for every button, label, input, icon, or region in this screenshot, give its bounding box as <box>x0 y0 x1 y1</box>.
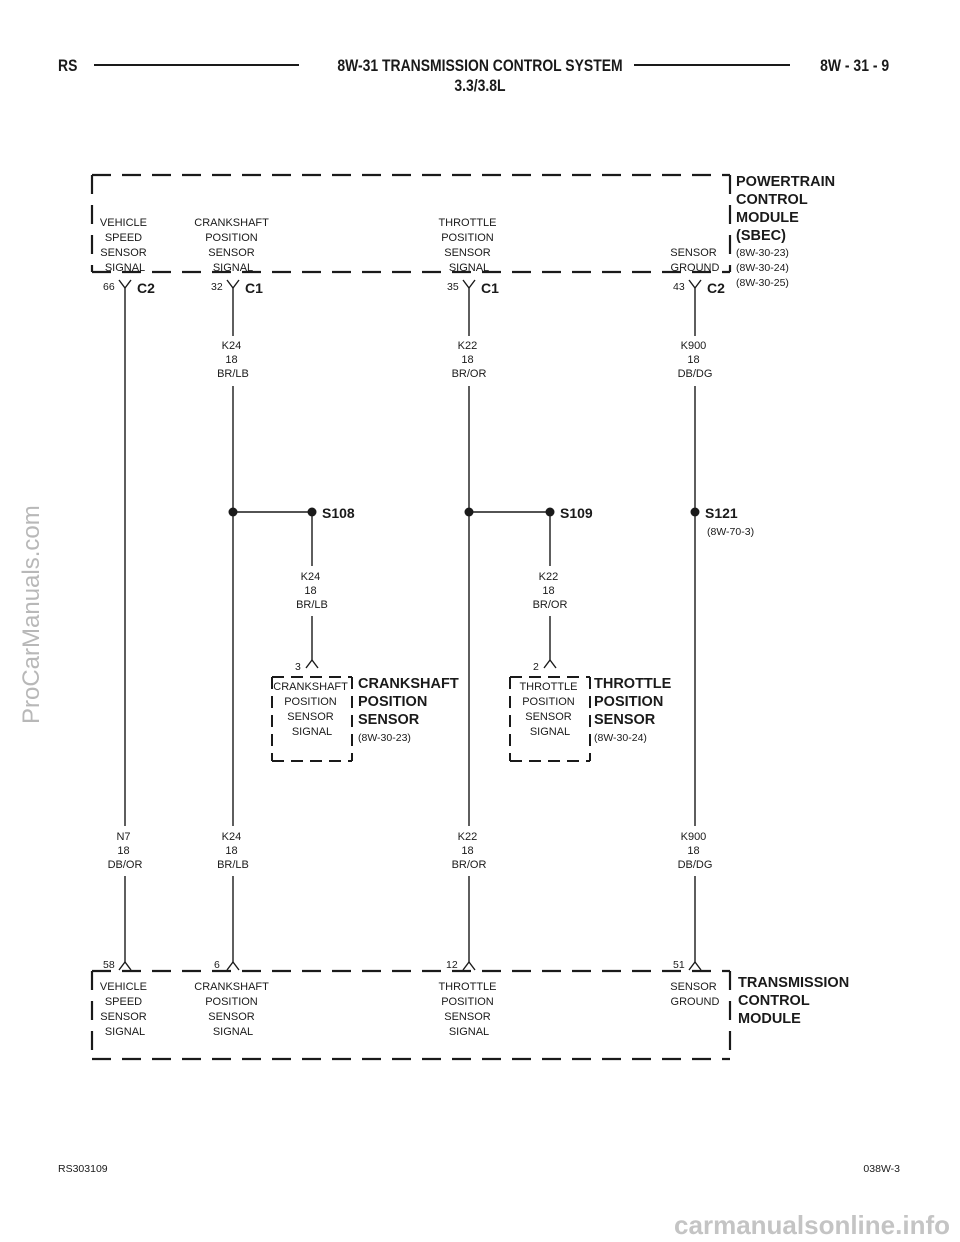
tcm-pin-number: 58 <box>103 959 115 971</box>
wire-label-k24-branch: K24 18 BR/LB <box>296 571 328 611</box>
header-left-code: RS <box>58 56 78 75</box>
pcm-pin-label-tps: THROTTLE POSITION SENSOR SIGNAL <box>438 217 499 274</box>
throttle-sensor-box <box>509 676 591 762</box>
wires <box>124 288 696 962</box>
throttle-sensor-pin-number: 2 <box>533 661 539 673</box>
splice-label-s121: S121 <box>705 505 738 521</box>
wire-label-n7-lower: N7 18 DB/OR <box>108 831 143 871</box>
header-rule-right <box>634 64 790 66</box>
header-rule-left <box>94 64 299 66</box>
bottom-watermark: carmanualsonline.info <box>674 1210 950 1240</box>
splice-dots <box>228 507 700 517</box>
tcm-pin-label-ground: SENSOR GROUND <box>670 981 720 1008</box>
crank-sensor-ref: (8W-30-23) <box>358 732 411 744</box>
side-watermark: ProCarManuals.com <box>18 505 45 724</box>
wire-label-k900-upper: K900 18 DB/DG <box>678 340 713 380</box>
footer-figure-code: 038W-3 <box>863 1163 900 1175</box>
splice-label-s108: S108 <box>322 505 355 521</box>
pcm-pin-number: 43 <box>673 281 685 293</box>
splice-ref-s121: (8W-70-3) <box>707 526 754 538</box>
tcm-pin-number: 51 <box>673 959 685 971</box>
pcm-connector-name: C2 <box>137 280 155 296</box>
pcm-pin-number: 32 <box>211 281 223 293</box>
pcm-module-name: POWERTRAIN CONTROL MODULE (SBEC) <box>736 174 839 244</box>
crank-sensor-inner-label: CRANKSHAFT POSITION SENSOR SIGNAL <box>273 681 350 738</box>
tcm-pin-label-ckp: CRANKSHAFT POSITION SENSOR SIGNAL <box>194 981 271 1038</box>
crank-sensor-name: CRANKSHAFT POSITION SENSOR <box>358 676 463 728</box>
pcm-pin-label-ground: SENSOR GROUND <box>670 247 720 274</box>
pcm-pin-number: 35 <box>447 281 459 293</box>
wire-label-k900-lower: K900 18 DB/DG <box>678 831 713 871</box>
pcm-pin-label-ckp: CRANKSHAFT POSITION SENSOR SIGNAL <box>194 217 271 274</box>
tcm-module-name: TRANSMISSION CONTROL MODULE <box>738 975 853 1027</box>
footer-figure-id: RS303109 <box>58 1163 108 1175</box>
pcm-pin-label-vss: VEHICLE SPEED SENSOR SIGNAL <box>100 217 150 274</box>
header-page-number: 8W - 31 - 9 <box>820 56 889 75</box>
pcm-connector-name: C1 <box>481 280 499 296</box>
throttle-sensor-inner-label: THROTTLE POSITION SENSOR SIGNAL <box>519 681 580 738</box>
tcm-pin-label-tps: THROTTLE POSITION SENSOR SIGNAL <box>438 981 499 1038</box>
crank-sensor-pin-number: 3 <box>295 661 301 673</box>
tcm-connector-pins <box>118 960 702 971</box>
wire-label-k24-lower: K24 18 BR/LB <box>217 831 249 871</box>
page-subtitle: 3.3/3.8L <box>454 76 506 95</box>
tcm-pin-number: 6 <box>214 959 220 971</box>
wire-label-k22-lower: K22 18 BR/OR <box>452 831 487 871</box>
pcm-pin-number: 66 <box>103 281 115 293</box>
wire-label-k22-branch: K22 18 BR/OR <box>533 571 568 611</box>
sensor-connector-pins <box>305 658 557 669</box>
pcm-connector-pins <box>118 279 702 290</box>
tcm-pin-label-vss: VEHICLE SPEED SENSOR SIGNAL <box>100 981 150 1038</box>
throttle-sensor-name: THROTTLE POSITION SENSOR <box>594 676 675 728</box>
pcm-connector-name: C2 <box>707 280 725 296</box>
wire-label-k22-upper: K22 18 BR/OR <box>452 340 487 380</box>
pcm-module-refs: (8W-30-23) (8W-30-24) (8W-30-25) <box>736 247 792 289</box>
splice-label-s109: S109 <box>560 505 593 521</box>
throttle-sensor-ref: (8W-30-24) <box>594 732 647 744</box>
pcm-connector-name: C1 <box>245 280 263 296</box>
tcm-box <box>90 969 732 1061</box>
pcm-box <box>90 173 732 274</box>
crankshaft-sensor-box <box>271 676 353 762</box>
page-title: 8W-31 TRANSMISSION CONTROL SYSTEM <box>337 56 623 75</box>
wire-label-k24-upper: K24 18 BR/LB <box>217 340 249 380</box>
tcm-pin-number: 12 <box>446 959 458 971</box>
